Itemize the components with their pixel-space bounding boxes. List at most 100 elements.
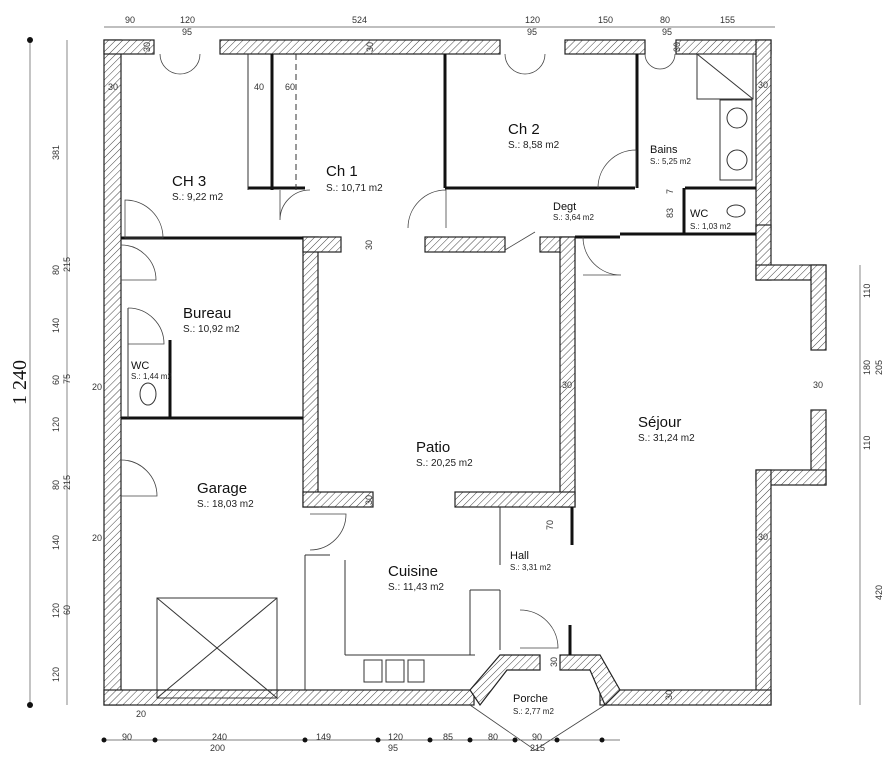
- total-height-label: 1 240: [9, 360, 31, 405]
- top-dim: 155: [720, 15, 735, 25]
- misc-dim: 70: [545, 520, 555, 530]
- top-dim: 90: [125, 15, 135, 25]
- room-area-ch1: S.: 10,71 m2: [326, 183, 383, 194]
- door-icon: [279, 189, 311, 221]
- room-area-bureau: S.: 10,92 m2: [183, 324, 240, 335]
- top-dim: 120: [525, 15, 540, 25]
- sink-icon: [363, 659, 383, 683]
- door-icon: [120, 459, 158, 497]
- right-dim: 180: [862, 360, 872, 375]
- wall-thickness: 30: [672, 42, 682, 52]
- right-dim: 110: [862, 284, 872, 298]
- toilet-icon: [726, 204, 746, 218]
- wall-thickness: 30: [142, 42, 152, 52]
- wall-thickness: 30: [364, 240, 374, 250]
- room-name-wc-upper: WC: [690, 208, 708, 220]
- door-icon: [504, 231, 536, 251]
- room-name-patio: Patio: [416, 439, 450, 456]
- room-area-degt: S.: 3,64 m2: [553, 213, 594, 222]
- left-dim: 215: [62, 257, 72, 272]
- room-name-wc-lower: WC: [131, 360, 149, 372]
- wall-dim: 20: [92, 533, 102, 543]
- fixtures: [127, 53, 754, 699]
- bottom-dim: 90: [122, 732, 132, 742]
- top-dim: 95: [662, 27, 672, 37]
- right-dim: 110: [862, 436, 872, 450]
- door-icon: [120, 244, 157, 281]
- sink-icon: [726, 107, 748, 129]
- bottom-dim: 90: [532, 732, 542, 742]
- top-dim: 95: [527, 27, 537, 37]
- wall-thickness: 30: [364, 495, 374, 505]
- top-dim: 524: [352, 15, 367, 25]
- room-area-sejour: S.: 31,24 m2: [638, 433, 695, 444]
- left-dim: 120: [51, 603, 61, 618]
- right-dim: 420: [874, 585, 884, 600]
- room-area-ch2: S.: 8,58 m2: [508, 140, 560, 151]
- sink-icon: [385, 659, 405, 683]
- left-dim: 120: [51, 417, 61, 432]
- wall-thickness: 30: [562, 380, 572, 390]
- wall-thickness: 30: [549, 657, 559, 667]
- room-name-sejour: Séjour: [638, 414, 681, 431]
- room-area-hall: S.: 3,31 m2: [510, 563, 551, 572]
- room-area-wc-lower: S.: 1,44 m2: [131, 372, 172, 381]
- room-area-ch3: S.: 9,22 m2: [172, 192, 224, 203]
- wall-dim: 20: [136, 709, 146, 719]
- room-name-bains: Bains: [650, 144, 678, 156]
- porch-outline: [469, 704, 606, 751]
- room-name-degt: Degt: [553, 201, 576, 213]
- top-dim: 80: [660, 15, 670, 25]
- wall-thickness: 30: [664, 690, 674, 700]
- left-dim: 75: [62, 374, 72, 384]
- wall-thickness: 30: [108, 82, 118, 92]
- bottom-dim: 95: [388, 743, 398, 753]
- room-name-ch3: CH 3: [172, 173, 206, 190]
- doors: [120, 53, 676, 751]
- top-dim: 95: [182, 27, 192, 37]
- left-dim: 80: [51, 265, 61, 275]
- misc-dim: 60: [285, 82, 295, 92]
- wall-thickness: 30: [758, 80, 768, 90]
- wall-dim: 20: [92, 382, 102, 392]
- top-dim: 150: [598, 15, 613, 25]
- bottom-dim: 215: [530, 743, 545, 753]
- room-name-bureau: Bureau: [183, 305, 231, 322]
- room-name-garage: Garage: [197, 480, 247, 497]
- bottom-dim: 80: [488, 732, 498, 742]
- room-name-cuisine: Cuisine: [388, 563, 438, 580]
- dimension-labels: 1 240 90 120 524 120 150 80 155 95 95 95…: [9, 15, 884, 753]
- room-area-cuisine: S.: 11,43 m2: [388, 582, 444, 593]
- misc-dim: 7: [665, 189, 675, 194]
- room-name-hall: Hall: [510, 550, 529, 562]
- wall-thickness: 30: [758, 532, 768, 542]
- top-dim: 120: [180, 15, 195, 25]
- room-name-ch2: Ch 2: [508, 121, 540, 138]
- patio-walls: [302, 236, 576, 508]
- door-icon: [407, 189, 447, 229]
- misc-dim: 40: [254, 82, 264, 92]
- sink-icon: [726, 149, 748, 171]
- door-icon: [597, 149, 637, 189]
- left-dim: 140: [51, 318, 61, 333]
- room-area-porche: S.: 2,77 m2: [513, 707, 554, 716]
- exterior-walls: [103, 39, 827, 707]
- left-dim: 60: [62, 605, 72, 615]
- car-space: [156, 597, 278, 699]
- wall-thickness: 30: [813, 380, 823, 390]
- bottom-dim: 85: [443, 732, 453, 742]
- window-icon: [644, 53, 676, 70]
- left-dim: 140: [51, 535, 61, 550]
- left-dim: 381: [51, 145, 61, 160]
- left-dim: 120: [51, 667, 61, 682]
- bottom-dim: 149: [316, 732, 331, 742]
- left-dim: 60: [51, 375, 61, 385]
- door-icon: [582, 236, 622, 276]
- door-icon: [519, 609, 559, 649]
- room-area-wc-upper: S.: 1,03 m2: [690, 222, 731, 231]
- window-icon: [504, 53, 546, 75]
- room-labels: CH 3 S.: 9,22 m2 Ch 1 S.: 10,71 m2 Ch 2 …: [131, 121, 731, 716]
- window-icon: [159, 53, 201, 75]
- left-dim: 215: [62, 475, 72, 490]
